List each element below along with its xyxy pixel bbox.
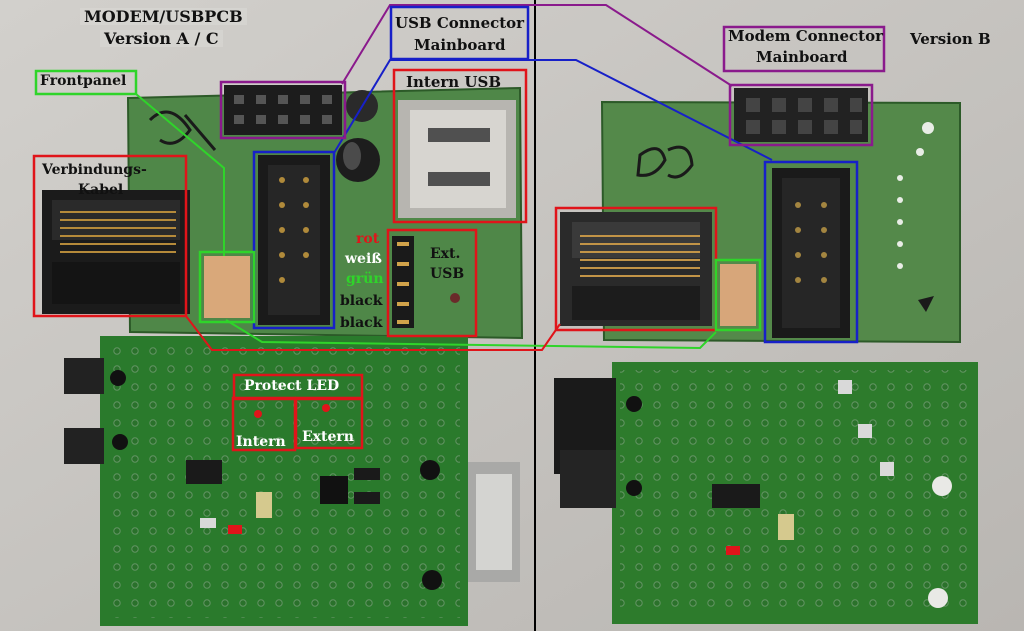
modem-connector-label-2: Mainboard <box>756 48 848 66</box>
usb-connector-label-2: Mainboard <box>414 36 506 54</box>
box-usb-header-left <box>252 150 336 330</box>
frontpanel-label: Frontpanel <box>40 73 127 89</box>
box-usb-header-right <box>763 160 859 344</box>
box-frontpanel-connector-left <box>198 250 256 324</box>
wire-label-rot: rot <box>356 231 380 247</box>
green-connector-line <box>135 93 225 256</box>
wire-label-weiss: weiß <box>345 251 382 267</box>
box-modem-connector-label <box>722 25 886 73</box>
pcb-bottom-right <box>554 362 978 624</box>
usb-header-right <box>772 168 850 338</box>
modem-connector-left <box>224 85 342 135</box>
wire-label-black-1: black <box>340 293 383 309</box>
box-ext-usb <box>386 228 478 338</box>
box-frontpanel-connector-right <box>714 258 762 332</box>
frontpanel-connector <box>204 256 250 318</box>
wire-label-gruen: grün <box>346 271 384 287</box>
usb-jack-internal <box>398 100 516 218</box>
box-modem-connector-right <box>728 83 874 147</box>
box-usb-connector <box>389 5 530 61</box>
pcb-bottom-left <box>64 336 520 626</box>
box-modem-connector-left <box>219 80 347 140</box>
usb-connector-label-1: USB Connector <box>395 14 525 32</box>
box-verbindungs-kabel <box>32 154 188 318</box>
title-line2: Version A / C <box>100 30 223 47</box>
purple-connector-line <box>341 4 733 87</box>
ext-usb-label-1: Ext. <box>430 246 461 262</box>
led-intern-label: Intern <box>236 434 286 450</box>
title-line1: MODEM/USBPCB <box>80 8 247 25</box>
modem-connector-right <box>734 88 868 142</box>
intern-usb-label: Intern USB <box>406 73 502 91</box>
usb-header-left <box>258 155 330 325</box>
rj-connector-right <box>560 212 712 326</box>
verbindungs-label-1: Verbindungs- <box>42 162 147 178</box>
green-connector-line <box>225 319 717 350</box>
verbindungs-label-2: Kabel <box>78 182 124 198</box>
red-connector-line <box>185 315 561 351</box>
led-extern-label: Extern <box>302 429 354 445</box>
protect-led-label: Protect LED <box>244 378 340 394</box>
box-led-extern <box>294 396 364 450</box>
modem-connector-label-1: Modem Connector <box>728 27 884 45</box>
version-b-label: Version B <box>910 30 991 48</box>
ext-usb-label-2: USB <box>430 266 465 282</box>
rj-connector-left <box>42 190 190 314</box>
box-frontpanel <box>34 69 138 96</box>
frontpanel-connector <box>720 264 756 326</box>
box-intern-usb <box>392 68 528 224</box>
ext-usb-header <box>392 236 414 328</box>
wire-label-black-2: black <box>340 315 383 331</box>
